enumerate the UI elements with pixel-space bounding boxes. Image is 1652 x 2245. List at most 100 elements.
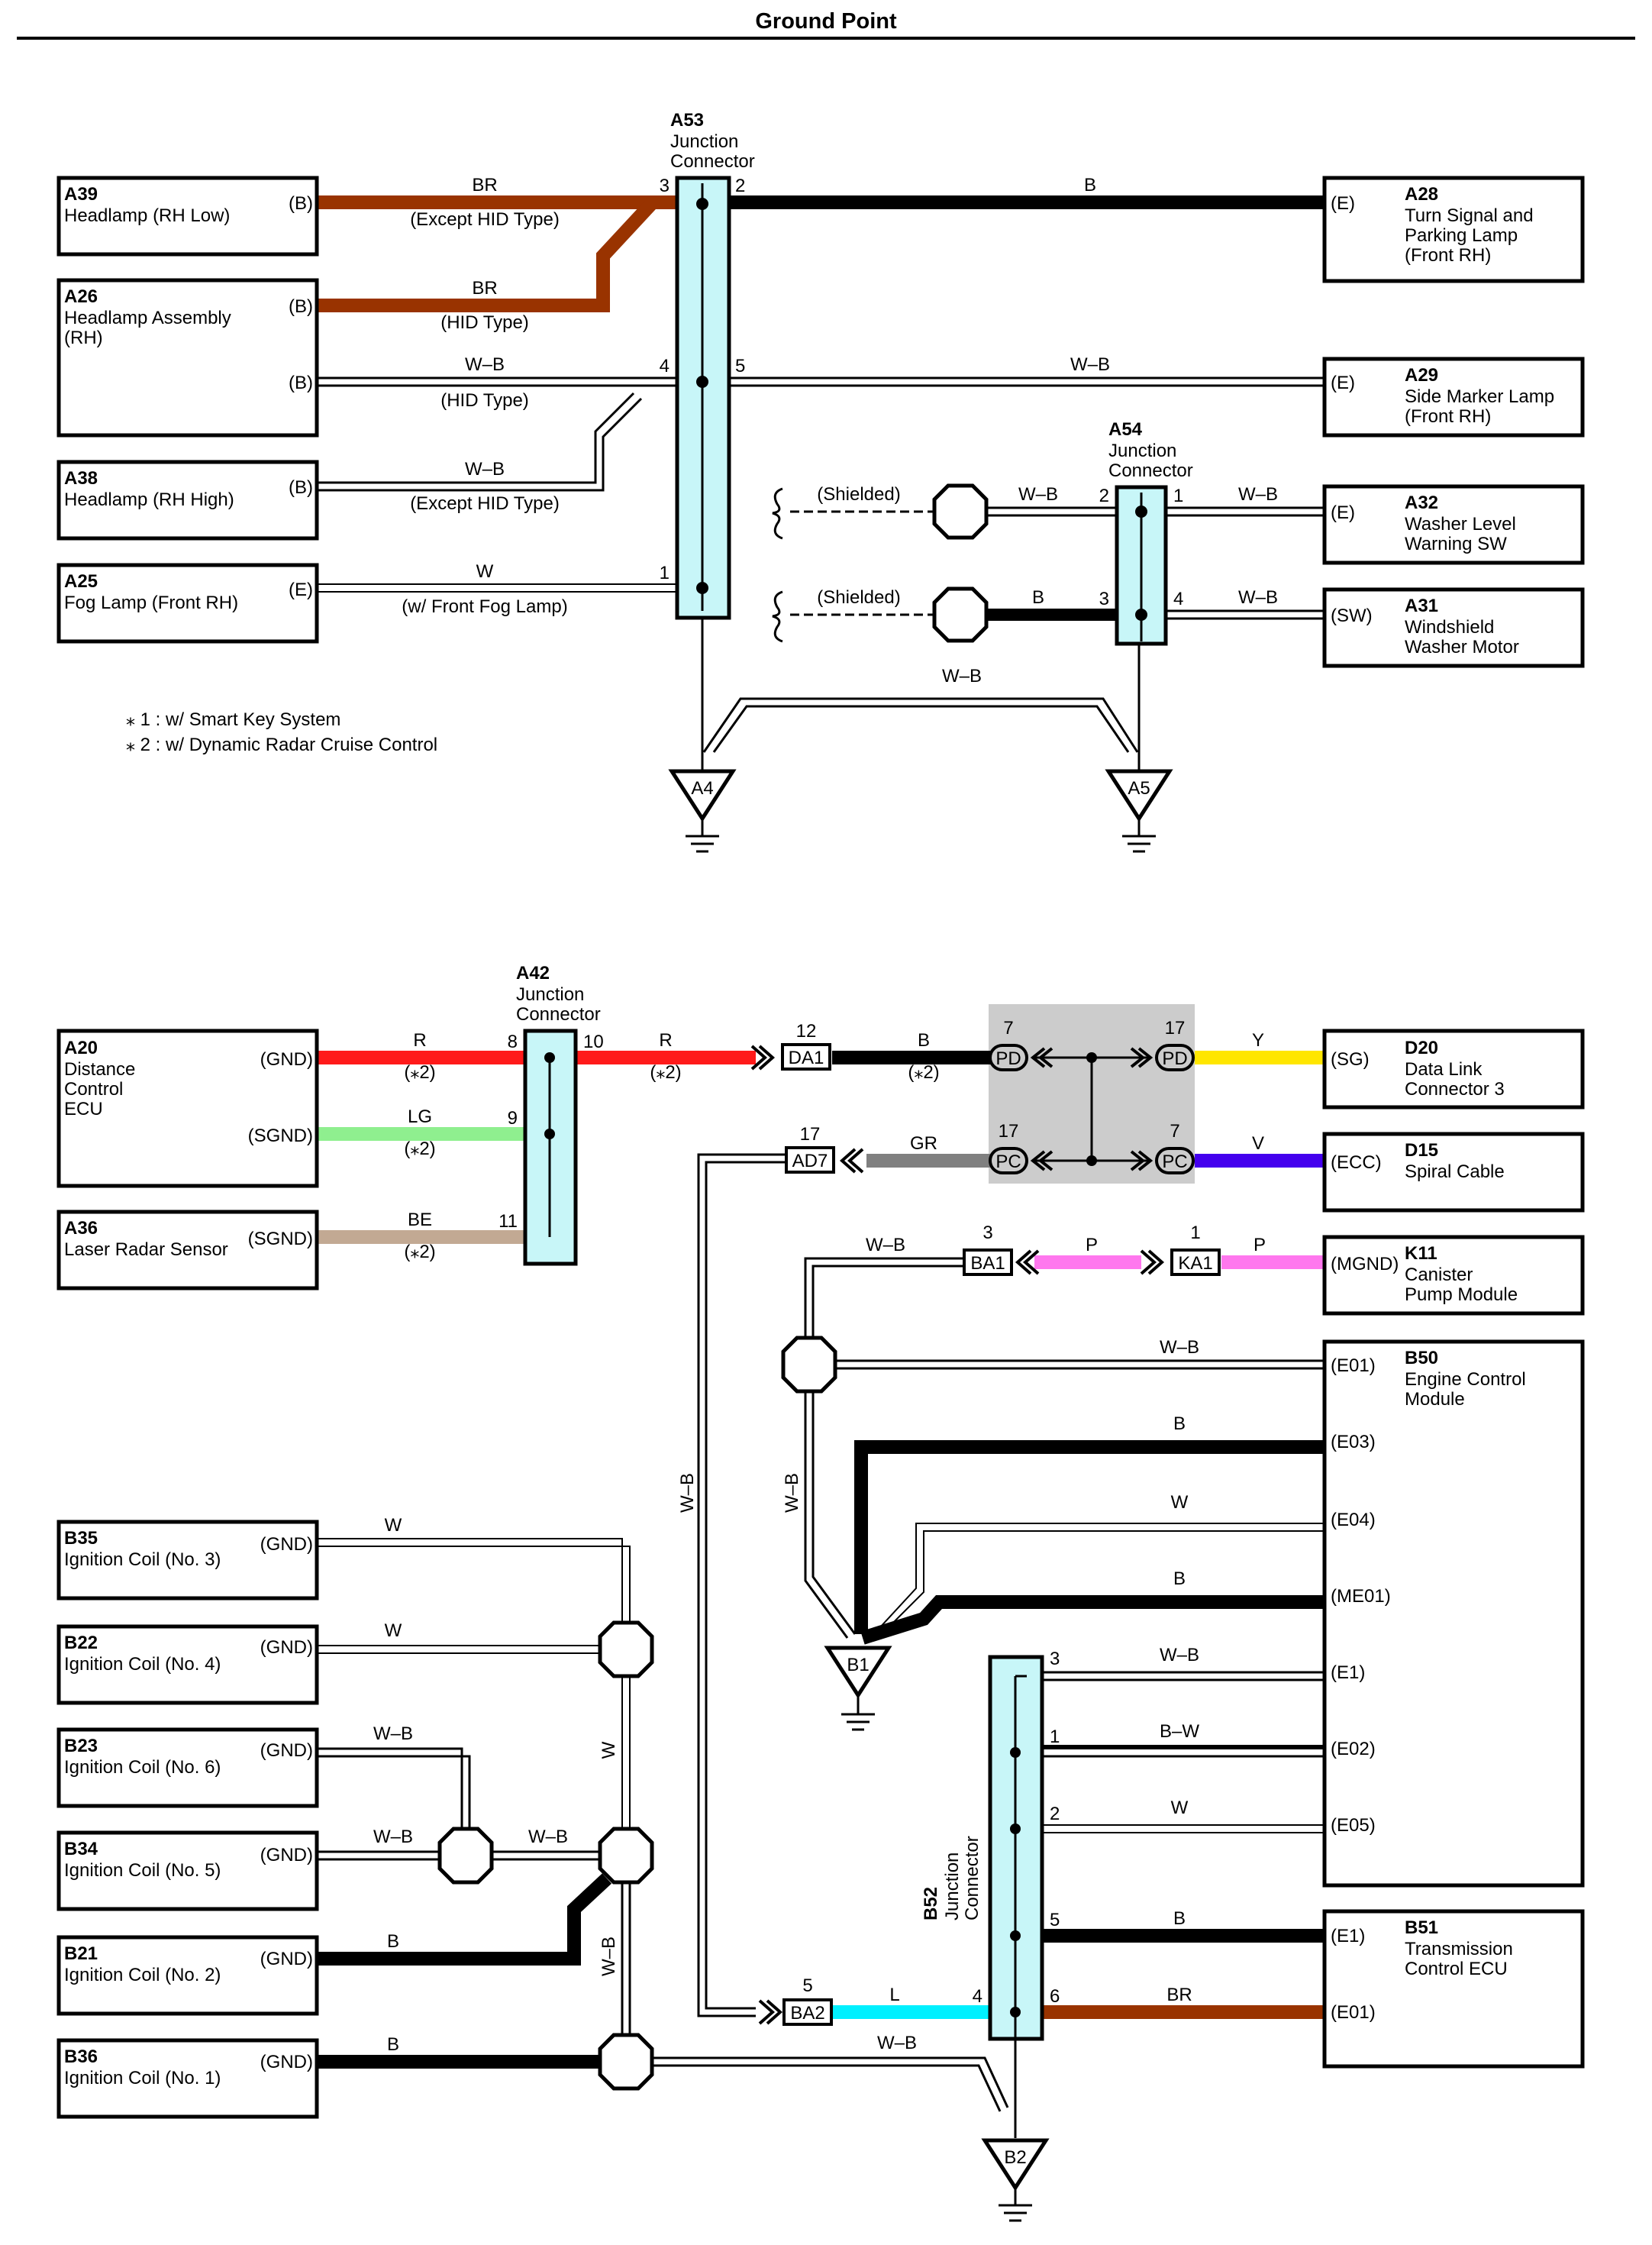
component-a20-box xyxy=(56,1029,319,1188)
component-id: B50 xyxy=(1405,1348,1438,1368)
wire-label: B xyxy=(1173,1908,1186,1929)
wire-wb-b34 xyxy=(317,1850,599,1861)
arrow-ba1 xyxy=(1015,1249,1040,1275)
wire-label: W xyxy=(385,1620,402,1641)
connector-pin: 1 xyxy=(1190,1223,1200,1243)
arrow-da1 xyxy=(750,1045,776,1071)
connector-label: BA2 xyxy=(790,2003,824,2024)
node-dot xyxy=(544,1052,555,1063)
ground-a4 xyxy=(668,769,737,853)
component-a32-box xyxy=(1322,484,1585,565)
wire-b-e03 xyxy=(854,1440,1325,1634)
wire-label: (Shielded) xyxy=(817,484,900,505)
pin-label: (GND) xyxy=(260,1740,313,1761)
connector-pin: 7 xyxy=(1003,1018,1013,1039)
pin-label: (B) xyxy=(289,193,313,214)
wire-label: W–B xyxy=(1070,354,1110,375)
pin-label: (E1) xyxy=(1331,1926,1365,1946)
arrow-ka1 xyxy=(1140,1249,1165,1275)
junction-name: Connector xyxy=(670,151,755,172)
connector-label: PC xyxy=(995,1152,1021,1172)
wire-label: W–B xyxy=(677,1473,698,1513)
component-name: Windshield xyxy=(1405,617,1494,638)
wire-note: (HID Type) xyxy=(440,390,529,411)
connector-pin: 5 xyxy=(802,1975,812,1996)
ground-label: B1 xyxy=(847,1655,869,1675)
component-id: B51 xyxy=(1405,1917,1438,1938)
node-dot xyxy=(1086,1155,1097,1166)
pin-label: (SW) xyxy=(1331,606,1373,626)
wire-label: W–B xyxy=(877,2033,917,2053)
junction-pin: 6 xyxy=(1050,1986,1060,2007)
junction-pin: 4 xyxy=(1173,589,1183,609)
wire-wb-a26 xyxy=(317,376,702,387)
pin-label: (MGND) xyxy=(1331,1254,1399,1274)
component-a38-box xyxy=(56,460,319,541)
ground-b1 xyxy=(824,1646,892,1731)
wire-wb-vert xyxy=(621,1882,631,2039)
connector-pin: 17 xyxy=(1165,1018,1186,1039)
connector-label: PD xyxy=(1162,1048,1187,1069)
junction-name: Connector xyxy=(962,1836,982,1920)
wire-label: R xyxy=(413,1030,426,1051)
footnote: ⁎ 2 : w/ Dynamic Radar Cruise Control xyxy=(126,735,437,755)
component-name: Headlamp (RH Low) xyxy=(64,205,230,226)
component-id: A26 xyxy=(64,286,98,307)
component-a31-box xyxy=(1322,587,1585,668)
wire-label: W–B xyxy=(599,1937,619,1976)
component-b23-box xyxy=(56,1727,319,1808)
component-name: Control ECU xyxy=(1405,1959,1508,1979)
connector-ad7 xyxy=(785,1146,835,1174)
connector-pin: 7 xyxy=(1170,1121,1179,1142)
wire-wb-b23 xyxy=(317,1747,471,1833)
junction-pin: 8 xyxy=(508,1032,518,1052)
component-id: D15 xyxy=(1405,1140,1438,1161)
wire-label: B xyxy=(387,1931,399,1952)
junction-pin: 2 xyxy=(1099,486,1109,506)
pin-label: (E) xyxy=(1331,373,1355,393)
wire-note: (⁎2) xyxy=(404,1139,435,1159)
pin-pc-right xyxy=(1155,1147,1195,1174)
junction-name: Junction xyxy=(670,131,738,152)
pin-label: (E) xyxy=(1331,502,1355,523)
component-id: B22 xyxy=(64,1633,98,1653)
wire-label: B xyxy=(1084,175,1096,195)
wire-wb-b2 xyxy=(653,2056,1009,2112)
component-name: Ignition Coil (No. 6) xyxy=(64,1757,221,1778)
connector-label: PD xyxy=(995,1048,1021,1069)
shield-brace-2 xyxy=(772,590,783,643)
wire-label: BR xyxy=(472,175,497,195)
junction-id: A54 xyxy=(1108,419,1143,440)
ground-label: B2 xyxy=(1004,2147,1026,2168)
wire-label: P xyxy=(1086,1235,1098,1255)
wire-label: V xyxy=(1252,1133,1264,1154)
wire-b-b21 xyxy=(317,1873,612,1966)
wire-label: LG xyxy=(408,1106,432,1127)
splice-wb-a xyxy=(781,1336,837,1394)
wire-wb-a29 xyxy=(729,376,1325,387)
arrow-ba2 xyxy=(758,1999,783,2025)
component-b36-box xyxy=(56,2038,319,2119)
junction-pin: 10 xyxy=(583,1032,604,1052)
component-name: Ignition Coil (No. 4) xyxy=(64,1654,221,1675)
junction-pin: 1 xyxy=(1050,1727,1060,1747)
splice-w-b22 xyxy=(598,1620,654,1678)
pin-label: (ME01) xyxy=(1331,1586,1391,1607)
junction-name: Junction xyxy=(516,984,584,1005)
node-dot xyxy=(696,376,708,388)
node-dot xyxy=(696,198,708,210)
wire-label: R xyxy=(659,1030,672,1051)
pin-label: (GND) xyxy=(260,2052,313,2072)
pin-label: (B) xyxy=(289,373,313,393)
component-id: A20 xyxy=(64,1038,98,1058)
pin-label: (SGND) xyxy=(248,1229,313,1249)
wire-br-a26 xyxy=(317,195,672,312)
page-title: Ground Point xyxy=(755,9,897,34)
junction-name: Junction xyxy=(942,1853,963,1920)
pin-label: (E04) xyxy=(1331,1510,1376,1530)
pin-label: (E02) xyxy=(1331,1739,1376,1759)
component-b51-box xyxy=(1322,1909,1585,2069)
component-d15-box xyxy=(1322,1132,1585,1213)
wire-label: P xyxy=(1254,1235,1266,1255)
component-a28-box xyxy=(1322,176,1585,283)
